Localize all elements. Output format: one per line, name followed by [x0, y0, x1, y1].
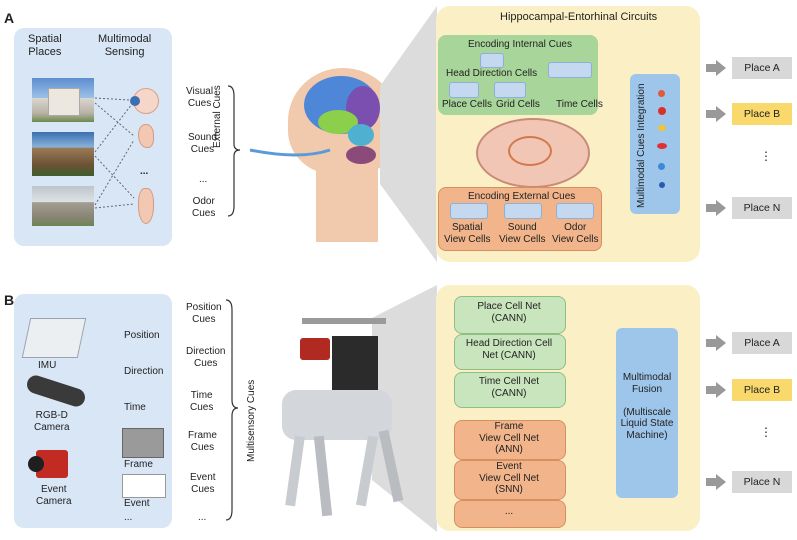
sound-view-chip — [504, 203, 542, 219]
event-camera-device — [28, 450, 68, 478]
place-n-box-b: Place N — [732, 471, 792, 493]
direction-cues-label: Direction Cues — [186, 346, 226, 369]
frame-signal-label: Frame — [124, 459, 153, 470]
time-cell-net-box — [454, 372, 566, 408]
time-cues-label: Time Cues — [190, 390, 214, 413]
place-a-box: Place A — [732, 57, 792, 79]
brain-icon — [476, 118, 590, 188]
sound-cues-label: Sound Cues — [188, 132, 217, 155]
places-vdots-a: ⋮ — [760, 149, 772, 163]
imu-label: IMU — [38, 360, 57, 371]
odor-view-chip — [556, 203, 594, 219]
cues-ellipsis-b: ... — [198, 512, 207, 523]
fusion-label: Multimodal Fusion (Multiscale Liquid Sta… — [620, 372, 674, 441]
frame-thumbnail — [122, 428, 164, 458]
spatial-view-cells-label: Spatial View Cells — [444, 222, 491, 245]
time-cells-chip — [548, 62, 592, 78]
panel-a-label: A — [4, 10, 15, 26]
head-direction-net-box — [454, 334, 566, 370]
place-a-box-b: Place A — [732, 332, 792, 354]
place-cells-label: Place Cells — [442, 99, 493, 110]
odor-cues-label: Odor Cues — [192, 196, 216, 219]
event-raster-thumbnail — [122, 474, 166, 498]
rgbd-camera-label: RGB-D Camera — [34, 410, 70, 433]
more-nets-label: ... — [504, 506, 514, 517]
head-direction-chip — [480, 53, 504, 68]
frame-view-net-label: Frame View Cell Net (ANN) — [479, 421, 539, 455]
place-photo-3 — [32, 186, 94, 226]
fusion-box — [616, 328, 678, 498]
grid-cells-label: Grid Cells — [496, 99, 540, 110]
external-cues-title: Encoding External Cues — [468, 191, 576, 202]
internal-cues-title: Encoding Internal Cues — [468, 39, 572, 50]
place-b-box: Place B — [732, 103, 792, 125]
external-cues-box — [438, 187, 602, 251]
multimodal-sensing-title: Multimodal Sensing — [98, 33, 152, 58]
event-cues-label: Event Cues — [190, 472, 216, 495]
spike-markers — [655, 84, 669, 204]
sensing-ellipsis: ... — [140, 166, 149, 177]
event-view-net-box — [454, 460, 566, 500]
place-n-box: Place N — [732, 197, 792, 219]
time-cells-label: Time Cells — [556, 99, 603, 110]
cues-ellipsis: ... — [199, 174, 208, 185]
nose-icon — [138, 188, 154, 224]
place-cell-net-box — [454, 296, 566, 334]
spatial-places-title: Spatial Places — [28, 33, 62, 58]
more-nets-box — [454, 500, 566, 528]
places-vdots-b: ⋮ — [760, 425, 772, 439]
multisensory-cues-label: Multisensory Cues — [246, 379, 257, 462]
time-signal-label: Time — [124, 402, 146, 413]
ear-icon — [138, 124, 154, 148]
place-b-box-b: Place B — [732, 379, 792, 401]
circuit-title: Hippocampal-Entorhinal Circuits — [500, 11, 658, 23]
time-cell-net-label: Time Cell Net (CANN) — [478, 376, 540, 399]
visual-cues-label: Visual Cues — [186, 86, 214, 109]
eye-icon — [130, 88, 159, 114]
frame-view-net-box — [454, 420, 566, 460]
head-direction-cells-label: Head Direction Cells — [446, 68, 538, 79]
event-signal-label: Event — [124, 498, 150, 509]
spatial-view-chip — [450, 203, 488, 219]
grid-cells-chip — [494, 82, 526, 98]
panel-b-label: B — [4, 292, 15, 308]
integration-box — [630, 74, 680, 214]
position-signal-label: Position — [124, 330, 160, 341]
sound-view-cells-label: Sound View Cells — [499, 222, 546, 245]
direction-signal-label: Direction — [124, 366, 164, 377]
imu-device — [21, 318, 87, 358]
integration-label: Multimodal Cues Integration — [636, 83, 647, 208]
head-direction-net-label: Head Direction Cell Net (CANN) — [465, 338, 553, 361]
position-cues-label: Position Cues — [186, 302, 222, 325]
signals-ellipsis: ... — [124, 512, 133, 523]
place-cells-chip — [449, 82, 479, 98]
place-photo-2 — [32, 132, 94, 176]
place-photo-1 — [32, 78, 94, 122]
robot-dog-image — [262, 318, 412, 524]
place-cell-net-label: Place Cell Net (CANN) — [477, 301, 541, 324]
event-view-net-label: Event View Cell Net (SNN) — [479, 461, 539, 495]
head-illustration — [268, 62, 398, 242]
odor-view-cells-label: Odor View Cells — [552, 222, 599, 245]
event-camera-label: Event Camera — [36, 484, 72, 507]
frame-cues-label: Frame Cues — [188, 430, 217, 453]
